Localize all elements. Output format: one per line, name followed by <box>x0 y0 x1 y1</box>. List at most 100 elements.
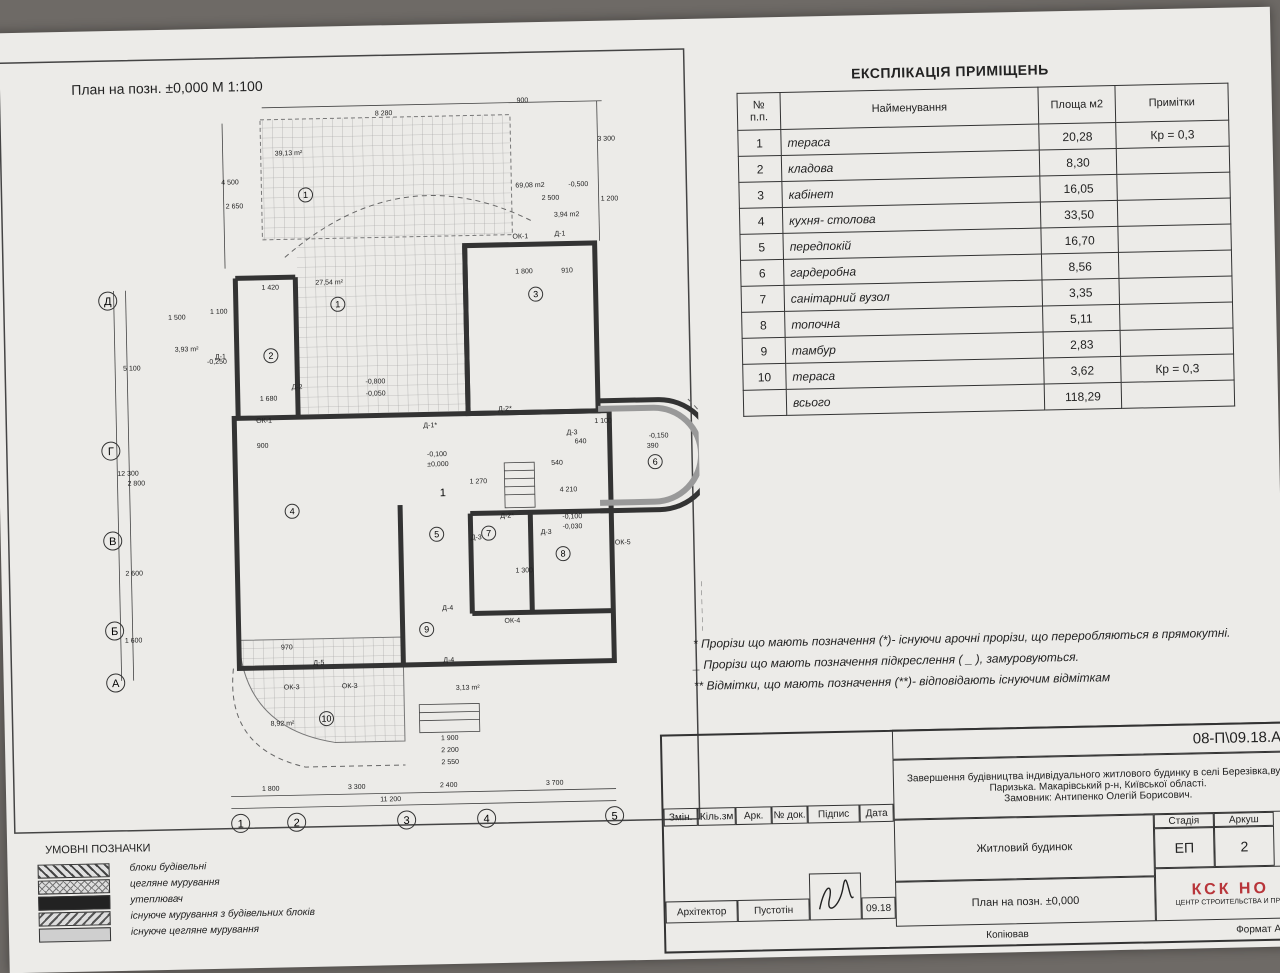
axis-letter: Д <box>104 296 112 308</box>
person: Пустотін <box>737 898 810 923</box>
axis-letter-circle <box>105 621 125 641</box>
legend-label: існуюче мурування з будівельних блоків <box>130 906 315 922</box>
axis-letter-circle <box>98 291 118 311</box>
row-area: 16,05 <box>1039 174 1118 203</box>
legend-swatch <box>37 863 110 879</box>
row-num: 9 <box>742 337 786 365</box>
axis-letter: Г <box>108 446 114 458</box>
dimension-text: 2 200 <box>441 747 459 754</box>
room-number-circle <box>298 187 314 203</box>
room-number-circle <box>330 296 346 312</box>
dimension-text: 1 600 <box>125 637 143 644</box>
axis-letter-circle <box>101 441 121 461</box>
dimension-text: 8,92 m² <box>271 720 296 728</box>
dimension-text: -0,250 <box>207 359 227 366</box>
dimension-text: -0,100 <box>562 513 582 520</box>
row-num: 1 <box>737 129 782 157</box>
total-num <box>743 389 787 417</box>
dimension-text: 1 100 <box>594 418 612 425</box>
axis-number-circle <box>605 806 625 826</box>
axis-number-circle <box>397 810 417 830</box>
copied-label: Копіював <box>986 928 1029 941</box>
row-note <box>1117 224 1232 253</box>
dimension-text: -0,100 <box>427 451 447 458</box>
stage-value: ЕП <box>1153 827 1215 869</box>
room-number-circle <box>419 621 435 637</box>
room-number: 6 <box>653 457 658 467</box>
dimension-text: 3 300 <box>348 784 366 791</box>
col-count: Кіль.зм <box>697 807 736 826</box>
company-logo: КСК НО ЦЕНТР СТРОИТЕЛЬСТВА И ПРО <box>1154 865 1280 922</box>
axis-number-circle <box>287 812 307 832</box>
door-label: Д-3 <box>541 529 552 536</box>
window-label: ОК-4 <box>504 618 520 625</box>
col-name: Найменування <box>779 87 1039 130</box>
dimension-text: 390 <box>647 443 659 450</box>
format-label: Формат А <box>1236 923 1280 936</box>
sign-date: 09.18 <box>861 896 896 920</box>
row-note <box>1119 302 1234 331</box>
room-number: 7 <box>486 528 491 538</box>
dimension-text: 3 700 <box>546 780 564 787</box>
dimension-text: 900 <box>257 443 269 450</box>
legend-label: існуюче цегляне мурування <box>130 924 260 938</box>
row-area: 8,30 <box>1039 148 1117 177</box>
dimension-text: 1 200 <box>601 195 619 202</box>
axis-number: 4 <box>483 813 489 825</box>
row-area: 5,11 <box>1042 304 1121 333</box>
dimension-text: 1 800 <box>515 268 533 275</box>
row-note <box>1117 198 1231 227</box>
row-num: 5 <box>739 233 784 261</box>
row-note <box>1116 146 1230 175</box>
signature-icon <box>808 872 862 921</box>
door-label: Д-1 <box>215 354 226 361</box>
dimension-text: 39,13 m² <box>275 150 303 158</box>
door-label: Д-3 <box>567 429 578 436</box>
room-number-circle <box>284 503 300 519</box>
room-number: 2 <box>268 351 273 361</box>
dimension-text: 2 650 <box>226 203 244 210</box>
total-area: 118,29 <box>1044 382 1122 411</box>
axis-number: 3 <box>403 815 409 827</box>
company-name: КСК НО <box>1191 879 1270 899</box>
dimension-text: 8 280 <box>375 110 393 117</box>
room-number-circle <box>555 546 571 562</box>
axis-number: 1 <box>238 818 244 830</box>
window-label: ОК-1 <box>512 233 528 240</box>
door-label: Д-3 <box>471 534 482 541</box>
room-number: 8 <box>560 549 565 559</box>
row-area: 3,35 <box>1041 278 1120 307</box>
room-number-circle <box>429 526 445 542</box>
dimension-text: -0,050 <box>366 390 386 397</box>
section-mark: 1 <box>440 487 446 499</box>
dimension-text: 1 800 <box>262 786 280 793</box>
legend-label: блоки будівельні <box>129 861 207 874</box>
row-area: 16,70 <box>1040 226 1119 255</box>
dimension-text: 540 <box>551 460 563 467</box>
dimension-text: 27,54 m² <box>315 279 343 287</box>
dimension-text: 2 600 <box>125 570 143 577</box>
door-label: Д-2* <box>500 513 514 520</box>
building-name: Житловий будинок <box>893 814 1155 882</box>
col-sheet: Арк. <box>735 806 772 826</box>
axis-number: 5 <box>611 811 617 823</box>
axis-number-circle <box>477 808 497 828</box>
col-sign: Підпис <box>807 804 860 824</box>
row-num: 3 <box>738 181 783 209</box>
legend-label: утеплювач <box>130 893 183 906</box>
room-number-circle <box>647 454 663 470</box>
door-label: Д-1* <box>423 422 437 429</box>
row-num: 10 <box>742 363 787 391</box>
legend-title: УМОВНІ ПОЗНАЧКИ <box>45 842 151 857</box>
legend-swatch <box>38 927 112 943</box>
room-number-circle <box>481 525 497 541</box>
col-notes: Примітки <box>1114 83 1229 123</box>
dimension-text: 1 900 <box>441 735 459 742</box>
room-number-circle <box>263 348 279 364</box>
role: Архітектор <box>665 900 738 924</box>
axis-letter: В <box>109 536 117 548</box>
row-area: 8,56 <box>1041 252 1119 281</box>
dimension-text: 69,08 m2 <box>515 182 544 190</box>
